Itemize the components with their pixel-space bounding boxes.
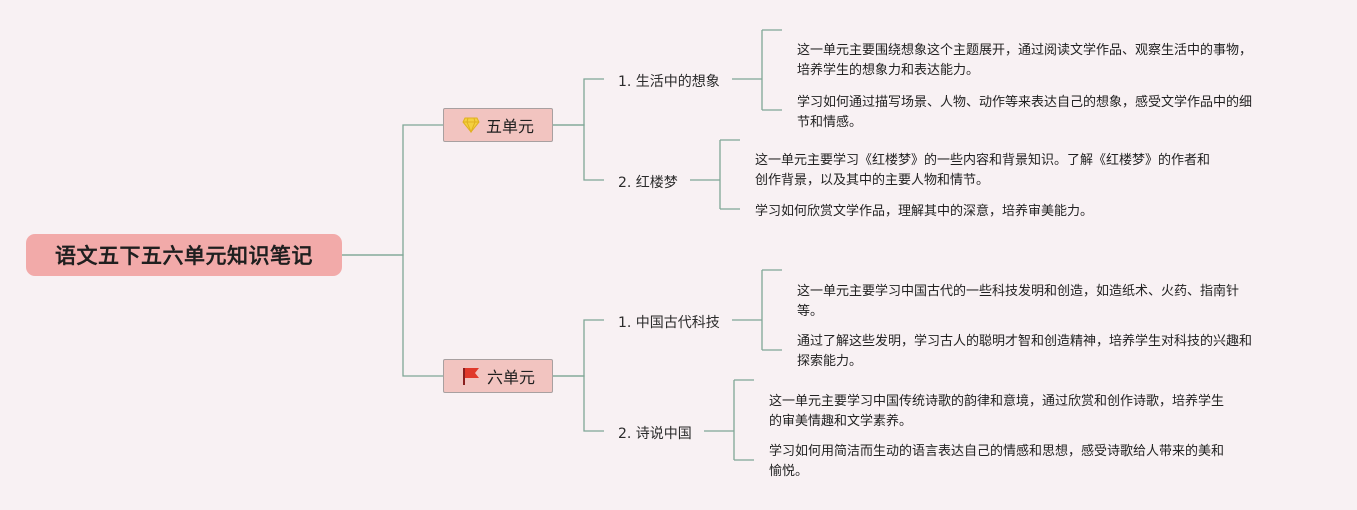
connector-t62-notes [704,379,754,461]
connector-unit6-topic1 [553,319,604,377]
root-node[interactable]: 语文五下五六单元知识笔记 [26,234,342,276]
root-title: 语文五下五六单元知识笔记 [55,244,313,268]
connector-t52-notes [690,139,740,210]
connector-unit6-topic2 [553,375,604,432]
unit-six-node[interactable]: 六单元 [443,359,553,393]
topic-ancient-tech[interactable]: 1. 中国古代科技 [618,315,720,331]
note-u6t2-1: 这一单元主要学习中国传统诗歌的韵律和意境，通过欣赏和创作诗歌，培养学生 的审美情… [769,394,1225,429]
unit-five-node[interactable]: 五单元 [443,108,553,142]
note-u5t2-1: 这一单元主要学习《红楼梦》的一些内容和背景知识。了解《红楼梦》的作者和 创作背景… [755,153,1211,188]
connector-root-unit5 [342,124,443,256]
unit-six-label: 六单元 [486,368,535,387]
topic-poetry-china[interactable]: 2. 诗说中国 [618,426,692,442]
connector-unit5-topic2 [553,124,604,181]
topic-life-imagination[interactable]: 1. 生活中的想象 [618,74,720,90]
note-u6t1-2: 通过了解这些发明，学习古人的聪明才智和创造精神，培养学生对科技的兴趣和 探索能力… [797,334,1253,369]
connector-root-unit6 [342,254,443,377]
diamond-icon [462,117,480,133]
connector-t51-notes [732,29,782,111]
connector-t61-notes [732,269,782,351]
note-u5t1-2: 学习如何通过描写场景、人物、动作等来表达自己的想象，感受文学作品中的细 节和情感… [797,95,1253,130]
connector-unit5-topic1 [553,78,604,126]
red-flag-icon [461,366,481,386]
note-u6t2-2: 学习如何用简洁而生动的语言表达自己的情感和思想，感受诗歌给人带来的美和 愉悦。 [769,444,1225,479]
unit-five-label: 五单元 [485,117,534,136]
note-u6t1-1: 这一单元主要学习中国古代的一些科技发明和创造，如造纸术、火药、指南针 等。 [797,284,1240,319]
topic-dream-red-mansions[interactable]: 2. 红楼梦 [618,175,678,191]
note-u5t1-1: 这一单元主要围绕想象这个主题展开，通过阅读文学作品、观察生活中的事物， 培养学生… [797,43,1253,78]
note-u5t2-2: 学习如何欣赏文学作品，理解其中的深意，培养审美能力。 [755,204,1094,219]
